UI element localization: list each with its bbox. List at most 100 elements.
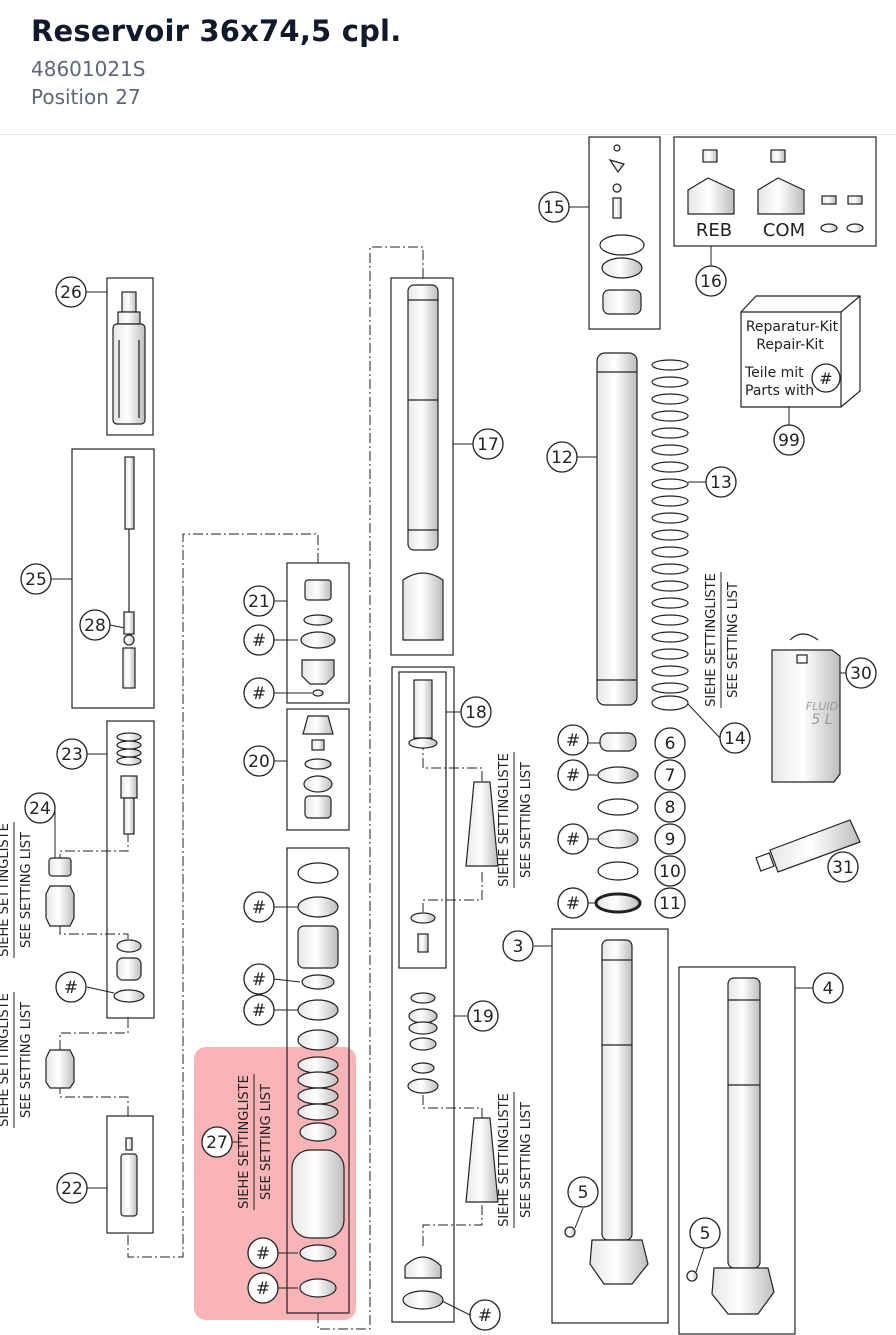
callout-11[interactable]: 11: [654, 887, 686, 919]
callout-19[interactable]: 19: [467, 1000, 499, 1032]
part-number: 48601021S: [31, 57, 146, 81]
callout-hash-7[interactable]: #: [557, 759, 589, 791]
callout-13[interactable]: 13: [705, 466, 737, 498]
callout-hash-21a[interactable]: #: [243, 624, 275, 656]
callout-hash-11[interactable]: #: [557, 887, 589, 919]
group-box-15: [588, 136, 661, 330]
callout-30[interactable]: 30: [845, 657, 877, 689]
part-header: Reservoir 36x74,5 cpl. 48601021S Positio…: [0, 0, 896, 135]
callout-hash-6[interactable]: #: [557, 724, 589, 756]
callout-7[interactable]: 7: [654, 759, 686, 791]
callout-25[interactable]: 25: [20, 563, 52, 595]
callout-8[interactable]: 8: [654, 791, 686, 823]
group-box-19: [391, 666, 455, 1323]
callout-22[interactable]: 22: [56, 1172, 88, 1204]
svg-text:#: #: [566, 830, 580, 850]
svg-text:#: #: [252, 898, 266, 918]
callout-14[interactable]: 14: [719, 722, 751, 754]
svg-text:10: 10: [659, 862, 681, 882]
callout-5-left[interactable]: 5: [567, 1176, 599, 1208]
callout-20[interactable]: 20: [243, 745, 275, 777]
setting-list-27-en: SEE SETTING LIST: [259, 1084, 274, 1200]
callout-hash-27a[interactable]: #: [243, 891, 275, 923]
label-reb: REB: [696, 220, 732, 241]
repair-kit-title-de: Reparatur-Kit: [746, 319, 839, 335]
callout-28[interactable]: 28: [79, 609, 111, 641]
svg-text:30: 30: [850, 664, 872, 684]
callout-24[interactable]: 24: [24, 792, 56, 824]
svg-text:3: 3: [513, 937, 524, 957]
part-16-drawing: [687, 149, 864, 233]
fluid-label: FLUID: [806, 700, 838, 713]
svg-text:28: 28: [84, 616, 106, 636]
callout-26[interactable]: 26: [55, 276, 87, 308]
svg-text:#: #: [64, 978, 78, 998]
svg-text:13: 13: [710, 473, 732, 493]
part-17-drawing: [402, 284, 444, 641]
callout-21[interactable]: 21: [243, 585, 275, 617]
label-com: COM: [763, 220, 805, 241]
callout-27[interactable]: 27: [201, 1126, 233, 1158]
setting-list-13-de: SIEHE SETTINGLISTE: [704, 573, 719, 707]
svg-text:9: 9: [665, 830, 676, 850]
svg-text:24: 24: [29, 799, 51, 819]
callout-12[interactable]: 12: [546, 441, 578, 473]
callout-hash-19[interactable]: #: [469, 1299, 501, 1331]
svg-text:#: #: [252, 970, 266, 990]
callout-hash-27d[interactable]: #: [247, 1237, 279, 1269]
svg-text:18: 18: [465, 703, 487, 723]
exploded-parts-diagram: 26 25 28 23 24 # 22 21 # # 20 # # # 27 #…: [0, 136, 877, 1335]
part-12-drawing: [596, 352, 638, 706]
fluid-volume: 5 L: [811, 712, 832, 728]
callout-99[interactable]: 99: [773, 424, 805, 456]
callout-hash-23[interactable]: #: [55, 971, 87, 1003]
svg-text:8: 8: [665, 798, 676, 818]
svg-text:25: 25: [25, 570, 47, 590]
callout-16[interactable]: 16: [695, 265, 727, 297]
setting-list-18-en: SEE SETTING LIST: [519, 762, 534, 878]
group-box-17: [390, 277, 454, 656]
repair-kit-hash: #: [811, 363, 841, 393]
group-box-22: [106, 1115, 154, 1234]
callout-3[interactable]: 3: [502, 930, 534, 962]
svg-text:#: #: [256, 1279, 270, 1299]
svg-text:#: #: [252, 684, 266, 704]
fluid-can: [771, 633, 841, 783]
svg-text:6: 6: [665, 734, 676, 754]
callout-17[interactable]: 17: [472, 428, 504, 460]
callout-hash-27e[interactable]: #: [247, 1272, 279, 1304]
parts-with-en: Parts with: [745, 383, 814, 399]
group-box-3: [551, 928, 669, 1324]
callout-31[interactable]: 31: [827, 851, 859, 883]
svg-text:5: 5: [700, 1224, 711, 1244]
part-4-drawing: [686, 977, 775, 1315]
svg-text:99: 99: [778, 431, 800, 451]
setting-list-22-en: SEE SETTING LIST: [19, 1002, 34, 1118]
svg-text:#: #: [566, 731, 580, 751]
group-box-26: [106, 277, 154, 436]
svg-text:#: #: [256, 1244, 270, 1264]
callout-9[interactable]: 9: [654, 823, 686, 855]
callout-5-right[interactable]: 5: [689, 1217, 721, 1249]
callout-4[interactable]: 4: [812, 972, 844, 1004]
callout-hash-27c[interactable]: #: [243, 994, 275, 1026]
svg-text:21: 21: [248, 592, 270, 612]
callout-23[interactable]: 23: [56, 738, 88, 770]
bump-stop-18: [465, 781, 499, 1203]
callout-hash-21b[interactable]: #: [243, 677, 275, 709]
part-19-drawing: [402, 992, 444, 1310]
parts-with-de: Teile mit: [744, 365, 804, 381]
callout-6[interactable]: 6: [654, 727, 686, 759]
callout-15[interactable]: 15: [538, 191, 570, 223]
group-box-16: [673, 136, 877, 247]
svg-text:#: #: [566, 894, 580, 914]
callout-18[interactable]: 18: [460, 696, 492, 728]
svg-text:7: 7: [665, 766, 676, 786]
part-18-drawing: [408, 679, 438, 953]
callout-10[interactable]: 10: [654, 855, 686, 887]
group-box-25: [71, 448, 155, 709]
callout-hash-9[interactable]: #: [557, 823, 589, 855]
part-27-drawing: [291, 862, 345, 1298]
callout-hash-27b[interactable]: #: [243, 963, 275, 995]
group-box-4: [678, 966, 796, 1335]
